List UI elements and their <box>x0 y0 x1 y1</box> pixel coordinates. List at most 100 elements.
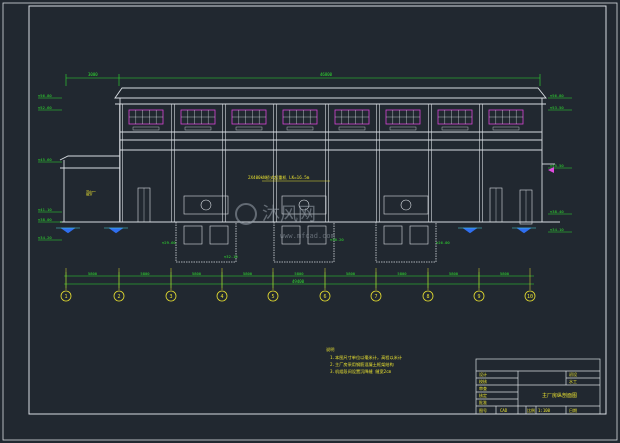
title-block <box>475 358 601 415</box>
column <box>273 103 277 223</box>
watermark: 沐风网 www.mfcad.com <box>235 203 335 240</box>
drawing-notes: 说明 1.本图尺寸单位以毫米计，高程以米计 2.主厂房采用钢筋混凝土框架结构 3… <box>326 346 402 375</box>
elevation-label: ▽53.50 <box>550 105 564 110</box>
column <box>376 103 380 223</box>
axis-bubble <box>370 290 382 302</box>
column <box>325 103 329 223</box>
axis-bubble <box>319 290 331 302</box>
elevation-label: ▽34.20 <box>38 235 52 240</box>
bay-dim-label: 5800 <box>140 271 150 276</box>
generator-rotor <box>400 199 412 211</box>
pit-chamber <box>409 225 429 245</box>
axis-bubble <box>113 290 125 302</box>
top-dim-left: 3000 <box>88 72 98 77</box>
axis-label: 8 <box>426 294 429 300</box>
water-level-icon <box>60 227 76 234</box>
unit-pits <box>175 195 437 263</box>
elevation-label: ▽30.20 <box>330 237 344 242</box>
window-sill <box>492 126 520 131</box>
top-dimension: 3000 46800 <box>65 72 541 86</box>
tb-scale: 1:100 <box>538 408 551 413</box>
elevation-label: ▽56.80 <box>38 93 52 98</box>
pit-3 <box>375 222 437 263</box>
column <box>222 103 226 223</box>
pit-chamber <box>209 225 229 245</box>
elevation-label: ▽45.60 <box>38 157 52 162</box>
section-marker-icon <box>548 167 554 173</box>
note-line-1: 1.本图尺寸单位以毫米计，高程以米计 <box>330 354 402 361</box>
tb-row-3: 审查 <box>479 385 487 391</box>
axis-label: 5 <box>271 294 274 300</box>
tb-row-5: 批准 <box>479 399 487 405</box>
elevation-label: ▽41.10 <box>38 207 52 212</box>
pit-1 <box>175 222 237 263</box>
tb-row-1: 设计 <box>479 371 487 377</box>
elevation-label: ▽38.40 <box>550 209 564 214</box>
watermark-main: 沐风网 <box>262 204 316 225</box>
tb-scale-label: 比例 <box>527 407 535 413</box>
tb-row-2: 校核 <box>479 378 487 384</box>
axis-label: 4 <box>220 294 223 300</box>
room-label: 副厂 <box>86 190 96 197</box>
top-dim-main: 46800 <box>320 72 333 77</box>
crane-callout: 2X400kN桥式起重机 LK=16.5m 副厂 <box>86 174 330 197</box>
upper-windows <box>128 109 524 131</box>
bay-dim-label: 5800 <box>397 271 407 276</box>
crane-note: 2X400kN桥式起重机 LK=16.5m <box>248 174 310 181</box>
elevation-marks: ▽56.80▽52.60▽45.60▽41.10▽38.00▽34.20▽56.… <box>38 93 572 259</box>
note-line-3: 3.机组段间设置沉降缝 缝宽2cm <box>330 368 392 375</box>
elevation-label: ▽32.10 <box>224 254 238 259</box>
pit-2 <box>273 222 335 263</box>
generator-unit <box>383 195 429 215</box>
window-sill <box>389 126 417 131</box>
elevation-label: ▽26.00 <box>436 240 450 245</box>
water-level-icon <box>108 227 124 234</box>
column <box>119 103 123 223</box>
axis-label: 6 <box>323 294 326 300</box>
bay-dim-label: 5800 <box>500 271 510 276</box>
axis-bubble <box>422 290 434 302</box>
title-block-text: 设计 校核 审查 核定 批准 初设 水工 主厂房纵剖面图 图号 CAD 比例 1… <box>479 371 577 413</box>
pit-chamber <box>307 225 327 245</box>
elevation-label: ▽45.50 <box>550 163 564 168</box>
axis-label: 7 <box>374 294 377 300</box>
tb-sheet: 图号 <box>479 407 487 413</box>
bay-dim-label: 5800 <box>192 271 202 276</box>
generator-unit <box>183 195 229 215</box>
note-line-2: 2.主厂房采用钢筋混凝土框架结构 <box>330 361 394 368</box>
window-sill <box>338 126 366 131</box>
tb-drawing-name: 主厂房纵剖面图 <box>542 392 577 399</box>
axis-label: 2 <box>117 294 120 300</box>
generator-rotor <box>298 199 310 211</box>
building-outline <box>59 87 560 223</box>
pit-chamber <box>281 225 301 245</box>
watermark-logo-icon <box>235 203 257 225</box>
bay-dim-label: 5800 <box>243 271 253 276</box>
bay-dim-label: 5800 <box>88 271 98 276</box>
window-sill <box>441 126 469 131</box>
axis-bubble <box>473 290 485 302</box>
tb-discipline: 水工 <box>569 378 577 384</box>
elevation-label: ▽29.60 <box>162 240 176 245</box>
axis-label: 3 <box>169 294 172 300</box>
bay-dim-label: 5800 <box>346 271 356 276</box>
elevation-label: ▽56.80 <box>550 93 564 98</box>
water-level-icon <box>516 227 532 234</box>
watermark-url: www.mfcad.com <box>280 232 335 240</box>
bay-dimensions: 49400 <box>64 275 534 285</box>
elevation-label: ▽34.10 <box>550 227 564 232</box>
notes-title: 说明 <box>326 346 334 353</box>
window-sill <box>184 126 212 131</box>
axis-label: 10 <box>527 294 533 300</box>
axis-label: 1 <box>64 294 67 300</box>
column <box>428 103 432 223</box>
column <box>171 103 175 223</box>
axis-bubble <box>216 290 228 302</box>
pit-chamber <box>383 225 403 245</box>
window-sill <box>235 126 263 131</box>
axis-bubble <box>165 290 177 302</box>
